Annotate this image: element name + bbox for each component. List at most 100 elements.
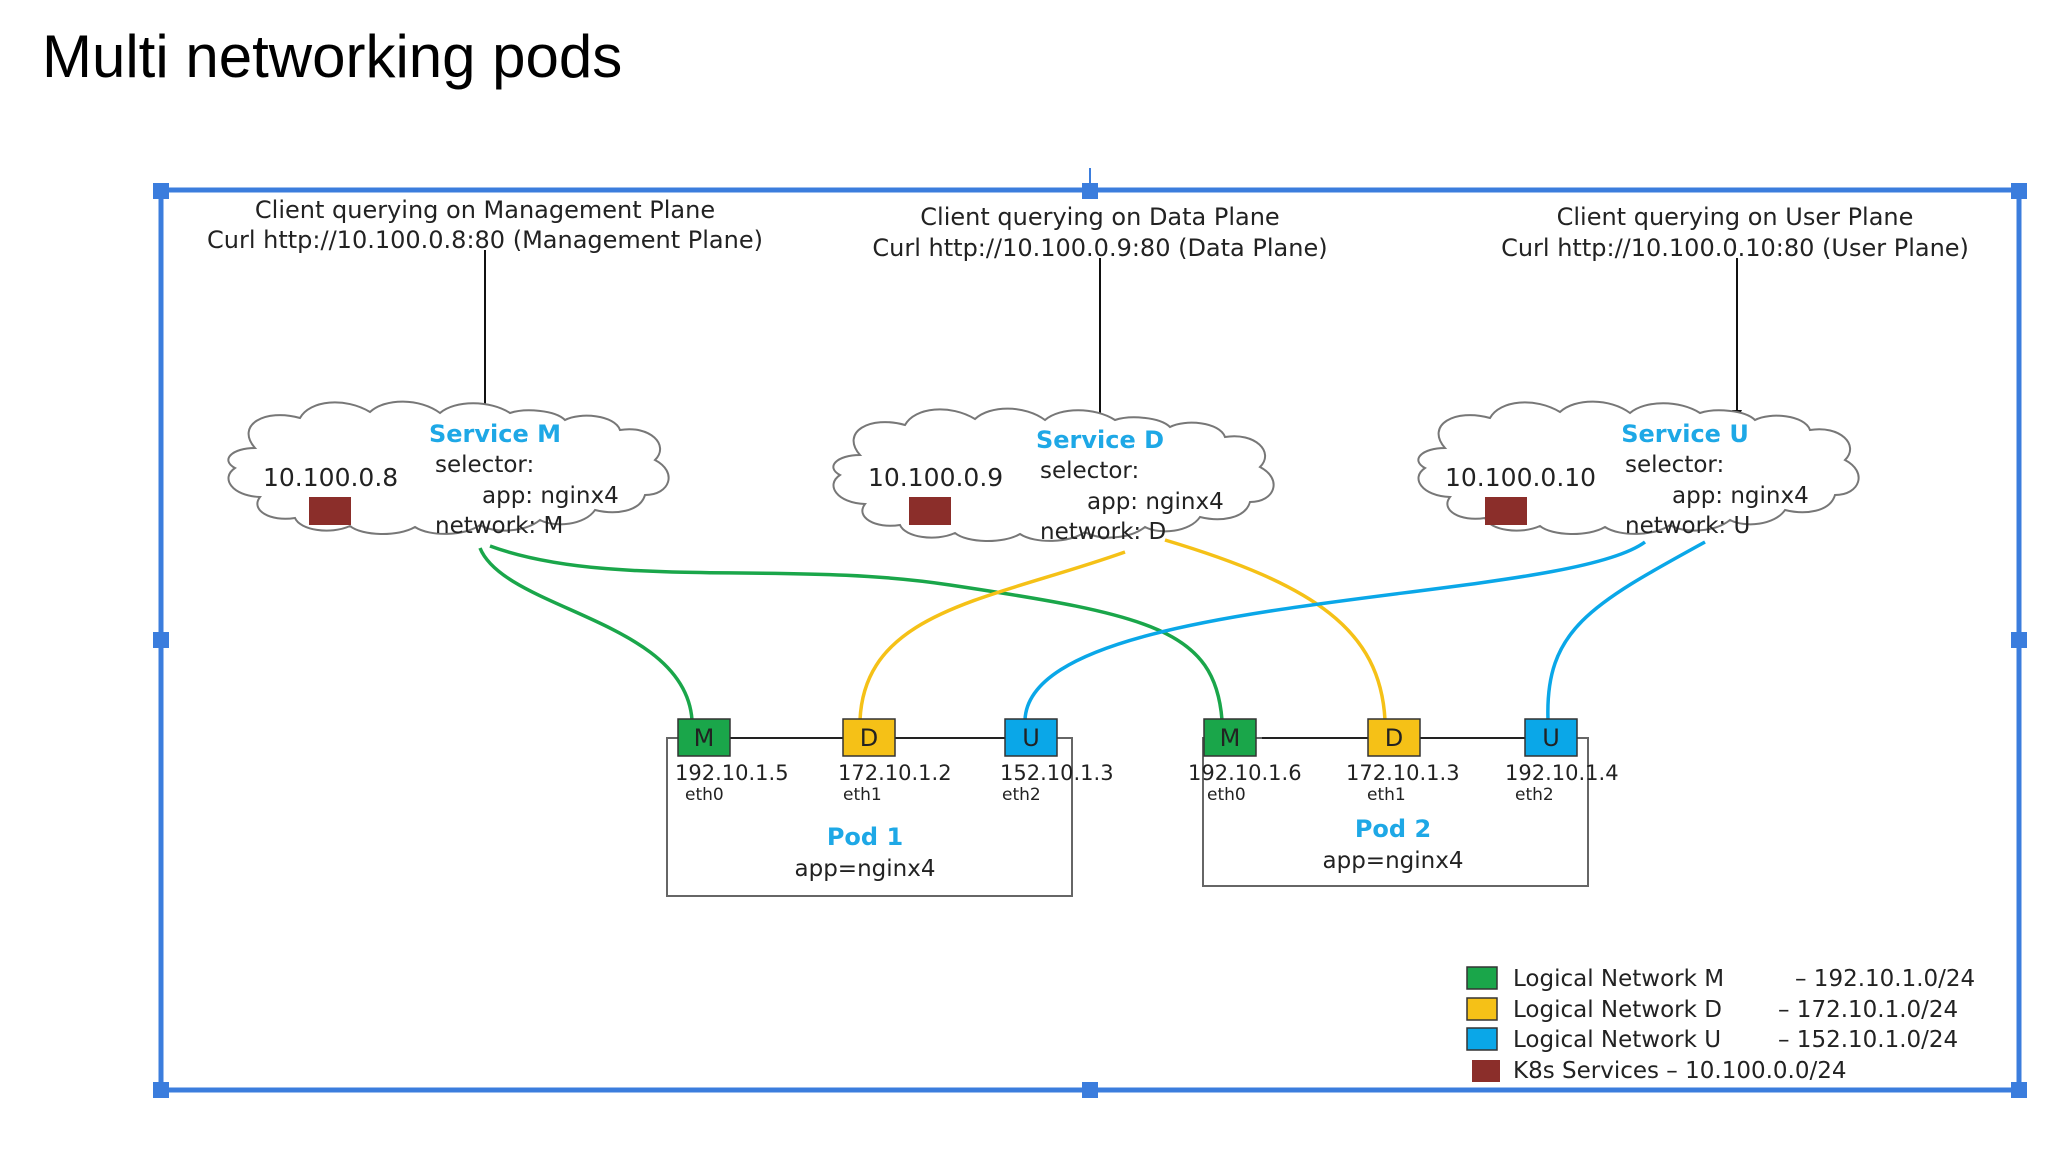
pod-1[interactable]: M 192.10.1.5 eth0 D 172.10.1.2 eth1 U 15…: [675, 718, 1114, 882]
interface-d-eth1[interactable]: D 172.10.1.3 eth1: [1346, 718, 1460, 805]
interface-m-eth0[interactable]: M 192.10.1.6 eth0: [1188, 718, 1302, 805]
resize-handle-top-left[interactable]: [153, 183, 169, 199]
interface-letter: U: [1022, 724, 1040, 752]
resize-handle-bottom-middle[interactable]: [1082, 1082, 1098, 1098]
interface-letter: M: [1220, 724, 1241, 752]
legend-swatch-network-m: [1466, 966, 1498, 990]
legend-range: – 192.10.1.0/24: [1795, 966, 1975, 992]
interface-ip: 192.10.1.4: [1505, 761, 1619, 785]
service-m[interactable]: Service M 10.100.0.8 selector: app: ngin…: [263, 420, 619, 539]
service-ip: 10.100.0.10: [1445, 463, 1596, 492]
pod-1-box: [666, 737, 1073, 897]
legend-swatch-network-u: [1466, 1027, 1498, 1051]
client-command: Curl http://10.100.0.8:80 (Management Pl…: [207, 226, 763, 254]
client-management-plane: Client querying on Management Plane Curl…: [207, 196, 763, 254]
client-command: Curl http://10.100.0.9:80 (Data Plane): [872, 234, 1327, 262]
link-service-u-pod2-eth2: [1546, 540, 1706, 721]
legend-label: K8s Services – 10.100.0.0/24: [1513, 1058, 1847, 1084]
selection-border: [158, 187, 2022, 1093]
interface-u-badge: [1004, 718, 1058, 757]
pod-2[interactable]: M 192.10.1.6 eth0 D 172.10.1.3 eth1 U 19…: [1188, 718, 1619, 874]
k8s-service-marker: [909, 497, 951, 525]
link-service-d-pod2-eth1: [1164, 538, 1387, 721]
service-selector-label: selector:: [1625, 452, 1724, 478]
service-selector-network: network: D: [1040, 519, 1166, 545]
slide-title: Multi networking pods: [42, 23, 623, 90]
interface-d-badge: [842, 718, 896, 757]
resize-handle-bottom-left[interactable]: [153, 1082, 169, 1098]
interface-eth: eth2: [1515, 785, 1554, 805]
legend-label: Logical Network D: [1513, 997, 1722, 1023]
interface-u-badge: [1524, 718, 1578, 757]
legend-label: Logical Network U: [1513, 1027, 1721, 1053]
selection-frame[interactable]: [153, 168, 2027, 1098]
interface-ip: 192.10.1.5: [675, 761, 789, 785]
interface-eth: eth1: [843, 785, 882, 805]
interface-letter: M: [694, 724, 715, 752]
service-selector-app: app: nginx4: [1087, 489, 1224, 515]
client-user-plane: Client querying on User Plane Curl http:…: [1501, 203, 1969, 262]
interface-letter: U: [1542, 724, 1560, 752]
link-service-u-pod1-eth2: [1023, 540, 1647, 721]
interface-eth: eth1: [1367, 785, 1406, 805]
interface-m-badge: [677, 718, 731, 757]
interface-eth: eth0: [1207, 785, 1246, 805]
legend-range: – 172.10.1.0/24: [1778, 997, 1958, 1023]
service-selector-app: app: nginx4: [1672, 483, 1809, 509]
interface-letter: D: [1385, 724, 1403, 752]
service-ip: 10.100.0.9: [868, 463, 1003, 492]
service-d[interactable]: Service D 10.100.0.9 selector: app: ngin…: [868, 426, 1224, 545]
service-selector-network: network: M: [435, 513, 563, 539]
service-name: Service M: [429, 420, 561, 448]
link-service-m-pod1-eth0: [478, 547, 694, 721]
legend: Logical Network M – 192.10.1.0/24 Logica…: [1466, 966, 1975, 1084]
service-selector-app: app: nginx4: [482, 483, 619, 509]
k8s-service-marker: [309, 497, 351, 525]
service-cloud-u: [1417, 400, 1860, 535]
resize-handle-top-middle[interactable]: [1082, 183, 1098, 199]
pod-name: Pod 2: [1355, 815, 1431, 843]
pod-label: app=nginx4: [1323, 848, 1464, 874]
pod-label: app=nginx4: [795, 856, 936, 882]
legend-swatch-network-d: [1466, 997, 1498, 1021]
client-data-plane: Client querying on Data Plane Curl http:…: [872, 203, 1327, 262]
legend-label: Logical Network M: [1513, 966, 1724, 992]
service-u[interactable]: Service U 10.100.0.10 selector: app: ngi…: [1445, 420, 1809, 539]
interface-m-badge: [1203, 718, 1257, 757]
interface-eth: eth2: [1002, 785, 1041, 805]
legend-swatch-k8s-services: [1472, 1060, 1500, 1082]
resize-handle-top-right[interactable]: [2011, 183, 2027, 199]
resize-handle-middle-right[interactable]: [2011, 632, 2027, 648]
interface-u-eth2[interactable]: U 152.10.1.3 eth2: [1000, 718, 1114, 805]
link-service-d-pod1-eth1: [858, 550, 1126, 721]
service-selector-label: selector:: [1040, 458, 1139, 484]
service-name: Service D: [1036, 426, 1164, 454]
resize-handle-bottom-right[interactable]: [2011, 1082, 2027, 1098]
interface-ip: 152.10.1.3: [1000, 761, 1114, 785]
network-links: [478, 538, 1706, 721]
interface-u-eth2[interactable]: U 192.10.1.4 eth2: [1505, 718, 1619, 805]
service-selector-network: network: U: [1625, 513, 1750, 539]
interface-d-eth1[interactable]: D 172.10.1.2 eth1: [838, 718, 952, 805]
client-title: Client querying on Data Plane: [920, 203, 1279, 231]
pod-name: Pod 1: [827, 823, 903, 851]
pod-2-box: [1202, 737, 1589, 887]
interface-d-badge: [1367, 718, 1421, 757]
service-ip: 10.100.0.8: [263, 463, 398, 492]
service-selector-label: selector:: [435, 452, 534, 478]
interface-ip: 172.10.1.2: [838, 761, 952, 785]
interface-eth: eth0: [685, 785, 724, 805]
interface-m-eth0[interactable]: M 192.10.1.5 eth0: [675, 718, 789, 805]
client-title: Client querying on Management Plane: [255, 196, 715, 224]
resize-handle-middle-left[interactable]: [153, 632, 169, 648]
client-command: Curl http://10.100.0.10:80 (User Plane): [1501, 234, 1969, 262]
k8s-service-marker: [1485, 497, 1527, 525]
interface-ip: 192.10.1.6: [1188, 761, 1302, 785]
legend-range: – 152.10.1.0/24: [1778, 1027, 1958, 1053]
client-title: Client querying on User Plane: [1557, 203, 1914, 231]
service-name: Service U: [1621, 420, 1749, 448]
interface-letter: D: [860, 724, 878, 752]
interface-ip: 172.10.1.3: [1346, 761, 1460, 785]
link-service-m-pod2-eth0: [489, 544, 1224, 721]
